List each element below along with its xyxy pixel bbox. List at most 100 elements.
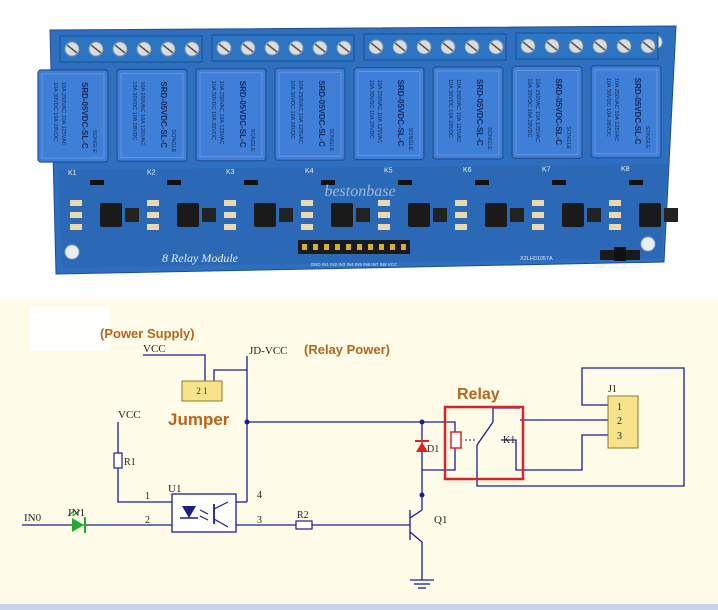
driver-circuit bbox=[455, 180, 524, 230]
relay-model-text: SRD-05VDC-SL-C bbox=[554, 78, 563, 145]
terminal-screw bbox=[160, 41, 176, 57]
relay-brand-text: SONGLE bbox=[486, 127, 492, 150]
relay-rating-text: 10A 250VAC 10A 125VAC bbox=[613, 78, 619, 142]
header-pin bbox=[324, 244, 329, 250]
terminal-screw bbox=[416, 39, 432, 55]
terminal-screw bbox=[264, 40, 280, 56]
ground-symbol bbox=[410, 579, 434, 589]
driver-circuit bbox=[70, 180, 139, 230]
driver-circuit bbox=[378, 180, 447, 230]
terminal-screw bbox=[392, 39, 408, 55]
terminal-screw bbox=[568, 38, 584, 54]
relay-label: Relay bbox=[457, 386, 500, 403]
j1-label: J1 bbox=[608, 384, 617, 395]
relay-rating-text: 10A 30VDC 10A 28VDC bbox=[289, 80, 295, 139]
u1-optocoupler bbox=[171, 493, 237, 533]
terminal-screw bbox=[368, 39, 384, 55]
terminal-screw bbox=[184, 41, 200, 57]
terminal-screw bbox=[640, 38, 656, 54]
j1-connector bbox=[607, 395, 639, 449]
relay-outline bbox=[443, 405, 525, 481]
driver-circuit bbox=[301, 180, 370, 230]
u1-pin3: 3 bbox=[257, 515, 262, 526]
relay-rating-text: 10A 250VAC 10A 125VAC bbox=[455, 79, 461, 143]
header-pin bbox=[313, 244, 318, 250]
header-pin bbox=[302, 244, 307, 250]
relay-label: K2 bbox=[147, 169, 156, 176]
driver-circuit bbox=[609, 180, 678, 230]
header-pin bbox=[346, 244, 351, 250]
header-pin bbox=[335, 244, 340, 250]
watermark: bestonbase bbox=[324, 183, 395, 200]
terminal-screw bbox=[216, 40, 232, 56]
terminal-screw bbox=[464, 39, 480, 55]
schematic: 2 1 (Power Supply) (Relay Power) Jumper … bbox=[0, 300, 718, 610]
relay-brand-text: SONGLE bbox=[565, 126, 571, 149]
u1-pin4: 4 bbox=[257, 490, 262, 501]
jumper-pin-labels: 2 1 bbox=[196, 386, 207, 396]
relay-label: K8 bbox=[621, 166, 630, 173]
terminal-screw bbox=[112, 41, 128, 57]
relay-rating-text: 10A 30VDC 10A 28VDC bbox=[52, 82, 58, 141]
header-pin-labels: GND IN1 IN2 IN3 IN4 IN5 IN6 IN7 IN8 VCC bbox=[311, 262, 399, 267]
relay-model-text: SRD-05VDC-SL-C bbox=[475, 79, 484, 146]
relay-brand-text: SONGLE bbox=[328, 128, 334, 151]
junction-dots bbox=[244, 419, 425, 498]
relay-model-text: SRD-05VDC-SL-C bbox=[396, 80, 405, 147]
relay-label: K4 bbox=[305, 168, 314, 175]
jdvcc-label: JD-VCC bbox=[249, 345, 288, 357]
terminal-block bbox=[59, 35, 203, 63]
vcc-top-label: VCC bbox=[143, 343, 166, 355]
header-pin bbox=[401, 244, 406, 250]
driver-circuit bbox=[532, 180, 601, 230]
terminal-screw bbox=[312, 40, 328, 56]
relay-label: K6 bbox=[463, 167, 472, 174]
relay-contact bbox=[476, 421, 494, 446]
relay-rating-text: 10A 250VAC 10A 125VAC bbox=[376, 80, 382, 144]
terminal-screw bbox=[520, 38, 536, 54]
d1-diode bbox=[415, 440, 429, 452]
terminal-screw bbox=[544, 38, 560, 54]
relay-model-text: SRD-05VDC-SL-C bbox=[317, 80, 326, 147]
j1-pin2: 2 bbox=[617, 416, 622, 427]
relay-rating-text: 10A 250VAC 10A 125VAC bbox=[139, 81, 145, 145]
mounting-hole bbox=[64, 244, 80, 260]
relay-label: K7 bbox=[542, 166, 551, 173]
driver-circuit bbox=[224, 180, 293, 230]
terminal-blocks bbox=[59, 32, 659, 63]
terminal-screw bbox=[336, 40, 352, 56]
terminal-screw bbox=[592, 38, 608, 54]
relay-model-text: SRD-05VDC-SL-C bbox=[633, 78, 642, 145]
relay-label: K1 bbox=[68, 170, 77, 177]
terminal-block bbox=[515, 32, 659, 60]
r2-label: R2 bbox=[297, 510, 309, 521]
power-pin-labels: GND VCC JD-VCC bbox=[594, 264, 641, 270]
relay-brand-text: SONGLE bbox=[407, 128, 413, 151]
relay-label: K3 bbox=[226, 169, 235, 176]
relay-power-label: (Relay Power) bbox=[304, 342, 390, 357]
header-pin bbox=[357, 244, 362, 250]
q1-label: Q1 bbox=[434, 514, 447, 526]
relay-rating-text: 10A 250VAC 10A 125VAC bbox=[218, 81, 224, 145]
relay-coil bbox=[450, 431, 462, 449]
relay-rating-text: 10A 250VAC 10A 125VAC bbox=[60, 82, 66, 146]
terminal-screw bbox=[616, 38, 632, 54]
in1-led bbox=[67, 509, 86, 533]
header-pin bbox=[390, 244, 395, 250]
u1-pin1: 1 bbox=[145, 491, 150, 502]
power-supply-label: (Power Supply) bbox=[100, 326, 195, 341]
terminal-screw bbox=[288, 40, 304, 56]
k1-label: K1 bbox=[503, 435, 515, 446]
pin-header bbox=[298, 240, 410, 254]
relay-rating-text: 10A 30VDC 10A 28VDC bbox=[526, 78, 532, 137]
header-pin bbox=[379, 244, 384, 250]
relay-rating-text: 10A 250VAC 10A 125VAC bbox=[297, 80, 303, 144]
in0-label: IN0 bbox=[24, 512, 42, 524]
